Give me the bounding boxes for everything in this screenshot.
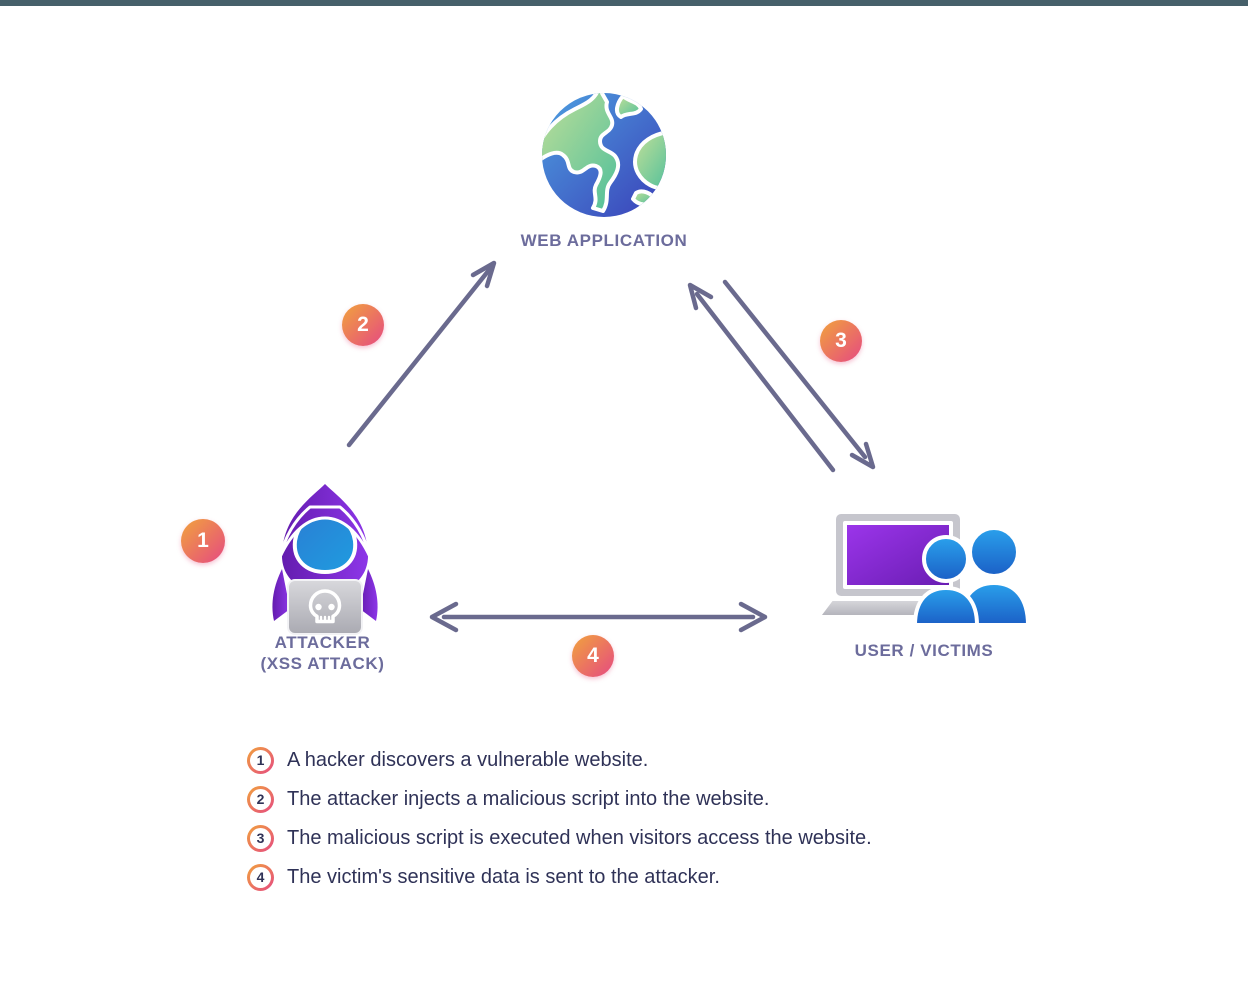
legend-text-1: A hacker discovers a vulnerable website. bbox=[287, 748, 649, 771]
step-badge-1: 1 bbox=[181, 519, 225, 563]
legend-number-4: 4 bbox=[250, 866, 271, 888]
hooded-hacker-laptop-skull-icon bbox=[272, 484, 378, 635]
arrow-attacker-users-right-head bbox=[738, 601, 768, 633]
arrow-web-to-users-head bbox=[849, 441, 876, 470]
arrow-web-to-users bbox=[722, 279, 868, 460]
arrow-attacker-users-left-head bbox=[429, 601, 459, 633]
legend-item-1: 1 A hacker discovers a vulnerable websit… bbox=[247, 746, 1077, 774]
legend-number-ring-3: 3 bbox=[247, 824, 274, 852]
legend-number-ring-4: 4 bbox=[247, 863, 274, 891]
arrow-attacker-to-web bbox=[346, 267, 492, 448]
attacker-label-line2: (XSS ATTACK) bbox=[260, 654, 385, 673]
users-label: USER / VICTIMS bbox=[854, 641, 994, 660]
legend-text-2: The attacker injects a malicious script … bbox=[287, 787, 770, 810]
attacker-label: ATTACKER (XSS ATTACK) bbox=[230, 632, 415, 674]
arrow-users-to-web bbox=[694, 291, 836, 473]
laptop-two-users-icon bbox=[822, 514, 1030, 625]
arrow-attacker-to-web-head bbox=[470, 260, 497, 289]
legend-number-ring-1: 1 bbox=[247, 746, 274, 774]
step-badge-3: 3 bbox=[820, 320, 862, 362]
attacker-label-line1: ATTACKER bbox=[274, 633, 371, 652]
step-badge-4: 4 bbox=[572, 635, 614, 677]
top-border-bar bbox=[0, 0, 1248, 6]
legend-item-2: 2 The attacker injects a malicious scrip… bbox=[247, 785, 1077, 813]
legend-number-3: 3 bbox=[250, 827, 271, 849]
step-badge-2: 2 bbox=[342, 304, 384, 346]
legend-item-4: 4 The victim's sensitive data is sent to… bbox=[247, 863, 1077, 891]
legend-text-4: The victim's sensitive data is sent to t… bbox=[287, 865, 720, 888]
arrow-users-to-web-head bbox=[687, 282, 714, 311]
globe-icon bbox=[542, 93, 666, 217]
legend-number-1: 1 bbox=[250, 749, 271, 771]
legend: 1 A hacker discovers a vulnerable websit… bbox=[247, 746, 1077, 902]
legend-number-2: 2 bbox=[250, 788, 271, 810]
legend-text-3: The malicious script is executed when vi… bbox=[287, 826, 872, 849]
legend-item-3: 3 The malicious script is executed when … bbox=[247, 824, 1077, 852]
web-application-label: WEB APPLICATION bbox=[520, 231, 688, 250]
legend-number-ring-2: 2 bbox=[247, 785, 274, 813]
